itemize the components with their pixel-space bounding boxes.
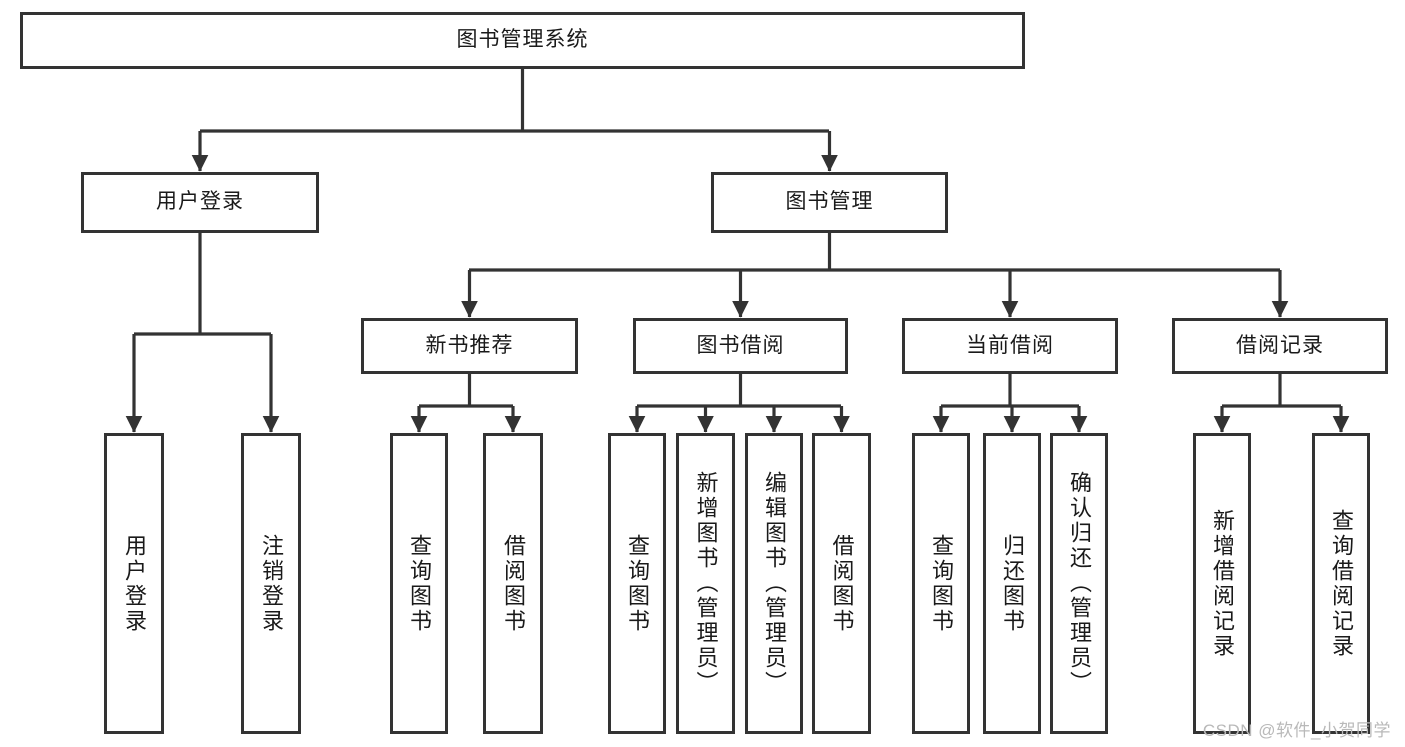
node-leaf-query-book-3[interactable]: 查询图书	[912, 433, 970, 734]
node-leaf-add-book[interactable]: 新增图书（管理员）	[676, 433, 735, 734]
node-leaf-borrow-book-2[interactable]: 借阅图书	[812, 433, 871, 734]
node-leaf-user-login[interactable]: 用户登录	[104, 433, 164, 734]
node-leaf-query-book-1[interactable]: 查询图书	[390, 433, 448, 734]
node-leaf-add-record[interactable]: 新增借阅记录	[1193, 433, 1251, 734]
node-root[interactable]: 图书管理系统	[20, 12, 1025, 69]
node-current-borrow[interactable]: 当前借阅	[902, 318, 1118, 374]
node-label: 用户登录	[156, 190, 244, 214]
node-label: 新书推荐	[425, 333, 514, 357]
node-new-book-rec[interactable]: 新书推荐	[361, 318, 578, 374]
node-leaf-borrow-book-1[interactable]: 借阅图书	[483, 433, 543, 734]
node-label: 查询图书	[407, 533, 432, 634]
node-leaf-user-logout[interactable]: 注销登录	[241, 433, 301, 734]
node-label: 借阅图书	[829, 533, 855, 634]
node-label: 新增图书（管理员）	[693, 471, 719, 696]
node-book-borrow[interactable]: 图书借阅	[633, 318, 848, 374]
node-leaf-query-record[interactable]: 查询借阅记录	[1312, 433, 1370, 734]
node-label: 注销登录	[259, 533, 284, 634]
node-label: 当前借阅	[966, 333, 1054, 357]
node-leaf-confirm-return[interactable]: 确认归还（管理员）	[1050, 433, 1108, 734]
node-borrow-record[interactable]: 借阅记录	[1172, 318, 1388, 374]
node-leaf-edit-book[interactable]: 编辑图书（管理员）	[745, 433, 803, 734]
node-label: 查询借阅记录	[1329, 508, 1354, 659]
node-book-manage[interactable]: 图书管理	[711, 172, 948, 233]
node-label: 确认归还（管理员）	[1067, 471, 1092, 696]
watermark: CSDN @软件_小贺同学	[1202, 721, 1391, 740]
node-label: 编辑图书（管理员）	[762, 471, 787, 696]
node-label: 图书管理系统	[456, 28, 589, 52]
node-label: 新增借阅记录	[1210, 508, 1235, 659]
node-leaf-query-book-2[interactable]: 查询图书	[608, 433, 666, 734]
node-label: 查询图书	[625, 533, 650, 634]
node-leaf-return-book[interactable]: 归还图书	[983, 433, 1041, 734]
node-user-login[interactable]: 用户登录	[81, 172, 319, 233]
node-label: 图书管理	[785, 190, 874, 214]
node-label: 图书借阅	[696, 333, 785, 357]
node-label: 借阅图书	[501, 533, 526, 634]
node-label: 查询图书	[929, 533, 954, 634]
node-label: 归还图书	[1000, 533, 1025, 634]
node-label: 用户登录	[122, 533, 147, 634]
node-label: 借阅记录	[1236, 333, 1324, 357]
